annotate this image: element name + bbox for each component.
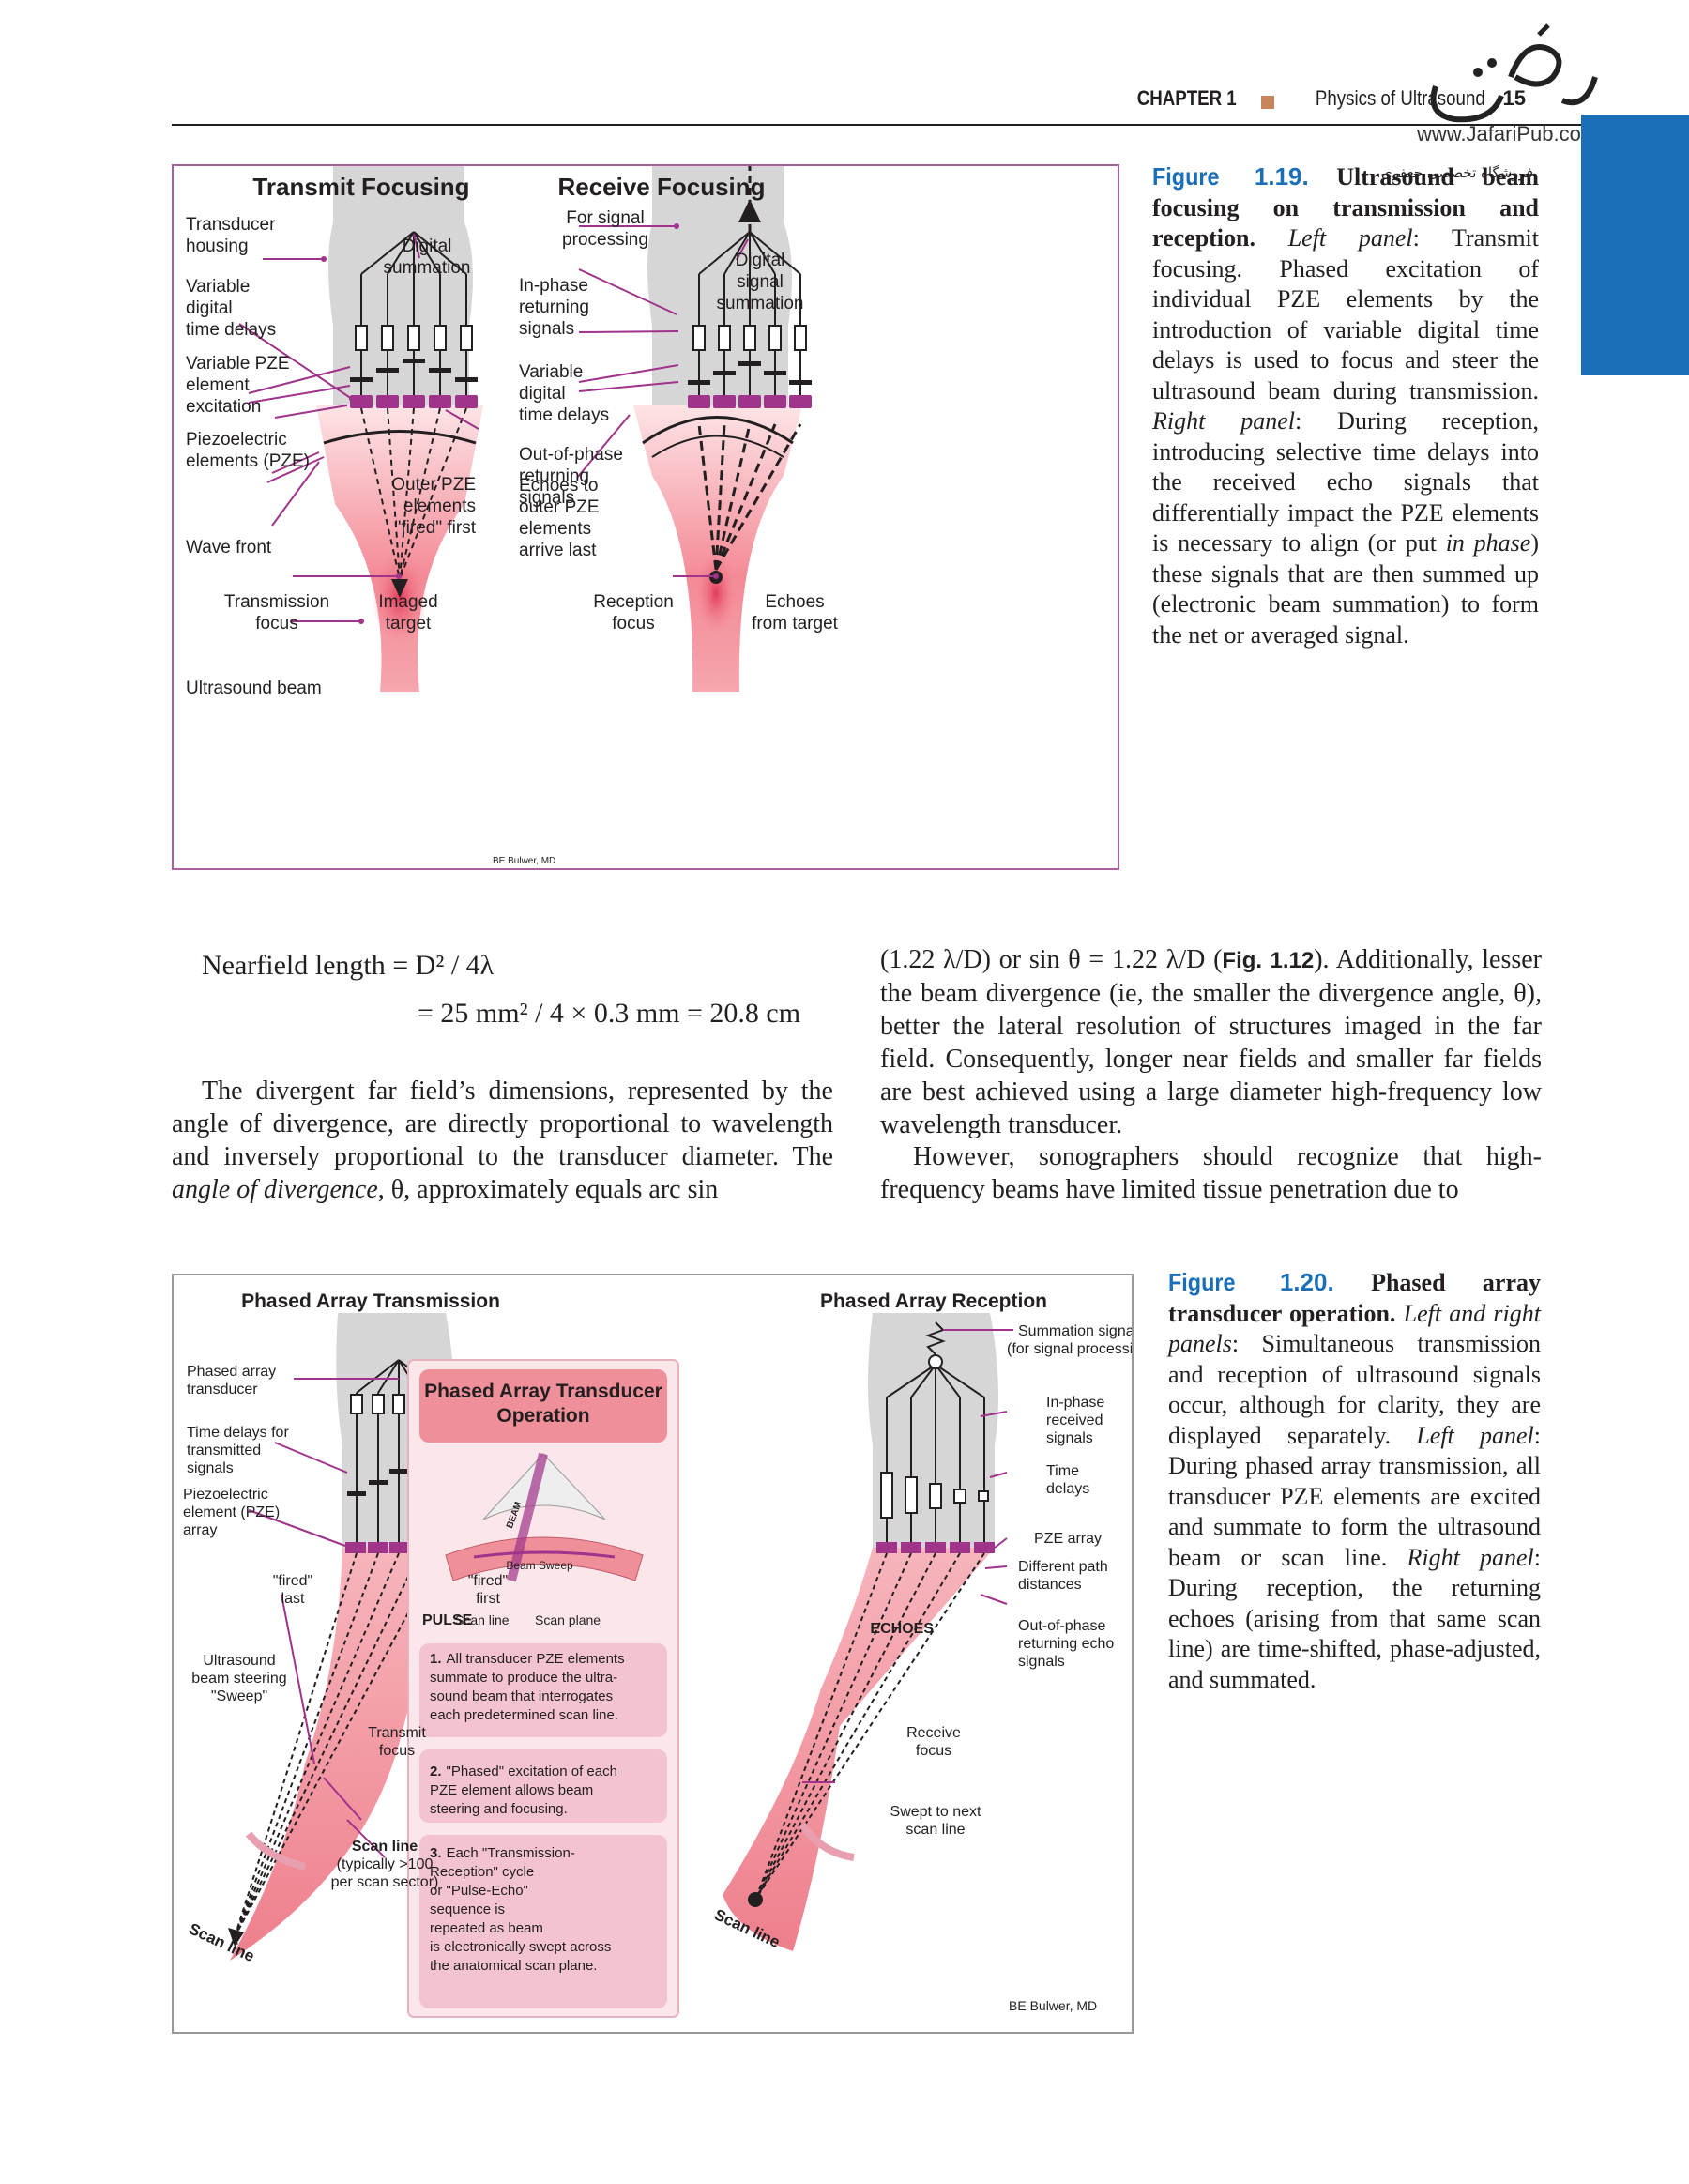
label-time-delays-right: Timedelays [1046,1463,1089,1497]
caption-1-20: Figure 1.20. Phased array transducer ope… [1168,1267,1541,1695]
caption-label: Figure [1152,161,1220,192]
figure-1-19-diagram: Transmit Focusing Receive Focusing Trans… [174,166,1118,868]
caption-left-panel: Left panel [1416,1422,1533,1449]
receive-title: Receive Focusing [557,173,765,201]
publisher-url: www.JafariPub.com [1417,122,1598,146]
label-pze-array-right: PZE array [1034,1531,1102,1547]
beam-left [316,405,483,692]
phased-transmission-title: Phased Array Transmission [241,1291,500,1312]
pze-elements-right [688,395,812,408]
center-sweep-label: Beam Sweep [506,1559,573,1572]
label-echoes: ECHOES [870,1621,934,1637]
equation-line-2: = 25 mm² / 4 × 0.3 mm = 20.8 cm [418,998,800,1030]
figure-credit: BE Bulwer, MD [493,856,555,866]
label-ultrasound-beam: Ultrasound beam [186,679,322,698]
figure-2-credit: BE Bulwer, MD [1009,1998,1097,2013]
running-header: CHAPTER 1 Physics of Ultrasound 15 [172,86,1584,126]
body-column-right: (1.22 λ/D) or sin θ = 1.22 λ/D (Fig. 1.1… [880,943,1542,1141]
label-wave-front: Wave front [186,538,272,557]
phased-reception-title: Phased Array Reception [820,1291,1047,1312]
caption-right-panel: Right panel [1152,407,1295,435]
center-scanplane-label: Scan plane [535,1612,601,1627]
equation-line-1: Nearfield length = D² / 4λ [202,950,494,982]
summation-node [929,1355,942,1368]
label-pulse: PULSE [422,1612,473,1628]
target-dot-2 [748,1892,763,1907]
label-time-delays: Variabledigitaltime delays [186,277,276,340]
label-fired-last: "fired"last [273,1573,312,1607]
chapter-label: CHAPTER 1 [1137,86,1237,111]
pze-elements-left [350,395,478,408]
caption-number: 1.19. [1255,162,1309,191]
chapter-side-tab [1581,115,1689,375]
label-receive-focus: Receivefocus [906,1725,961,1759]
body-text: The divergent far field’s dimensions, re… [172,1077,833,1171]
body-text: (1.22 λ/D) or sin θ = 1.22 λ/D ( [880,945,1222,974]
body-paragraph: However, sonographers should recognize t… [880,1140,1542,1206]
transmit-title: Transmit Focusing [252,173,469,201]
body-text: ). Additionally, lesser the beam diverge… [880,945,1542,1139]
body-column-left: The divergent far field’s dimensions, re… [172,1075,833,1206]
header-square-icon [1261,96,1274,109]
label-signal-processing: For signalprocessing [562,208,648,250]
figure-reference-link[interactable]: Fig. 1.12 [1222,948,1314,973]
beam-right-2 [723,1548,995,1951]
caption-in-phase: in phase [1446,529,1531,557]
caption-left-panel: Left panel [1288,224,1413,252]
caption-1-19: Figure 1.19. Ultrasound beam focusing on… [1152,161,1539,650]
caption-label: Figure [1168,1267,1236,1298]
figure-1-19: Transmit Focusing Receive Focusing Trans… [172,164,1119,870]
pze-array-right-2 [876,1542,995,1553]
body-emphasis: angle of divergence [172,1175,378,1204]
caption-right-panel: Right panel [1407,1544,1533,1571]
body-text: , θ, approximately equals arc sin [378,1175,719,1204]
label-summation-signal: Summation signal(for signal processing) [1007,1323,1132,1357]
caption-number: 1.20. [1280,1268,1334,1296]
label-beam-steering: Ultrasoundbeam steering"Sweep" [191,1653,286,1704]
